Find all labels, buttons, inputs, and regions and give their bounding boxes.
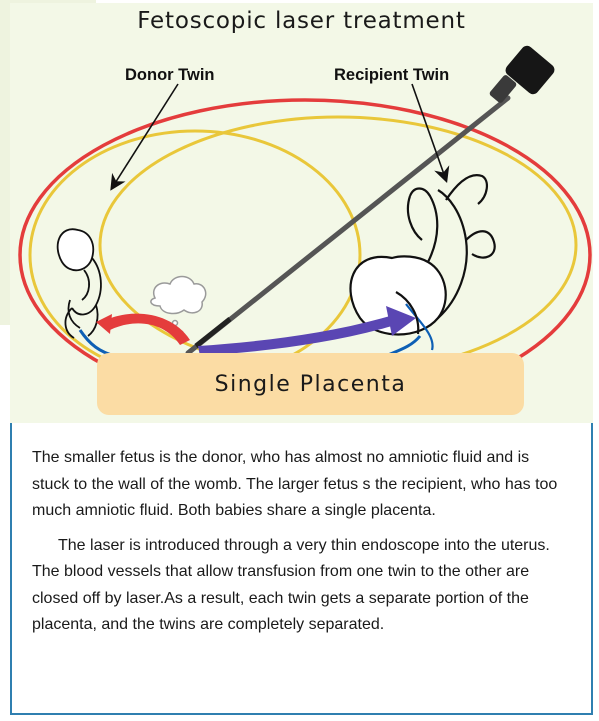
recipient-pointer-line xyxy=(412,84,446,180)
placenta-label: Single Placenta xyxy=(215,372,407,397)
endoscope-eyepiece-icon xyxy=(489,43,557,104)
recipient-twin-label: Recipient Twin xyxy=(334,66,449,85)
donor-twin-label: Donor Twin xyxy=(125,66,215,85)
explanation-text: The smaller fetus is the donor, who has … xyxy=(32,445,562,647)
donor-transfusion-arrow xyxy=(106,314,190,345)
endoscope-tip xyxy=(196,319,230,346)
figure-title: Fetoscopic laser treatment xyxy=(10,8,593,34)
paragraph-laser: The laser is introduced through a very t… xyxy=(32,533,562,639)
single-placenta: Single Placenta xyxy=(97,353,524,415)
paragraph-donor-recipient: The smaller fetus is the donor, who has … xyxy=(32,445,562,525)
donor-fetus-icon xyxy=(58,229,101,338)
